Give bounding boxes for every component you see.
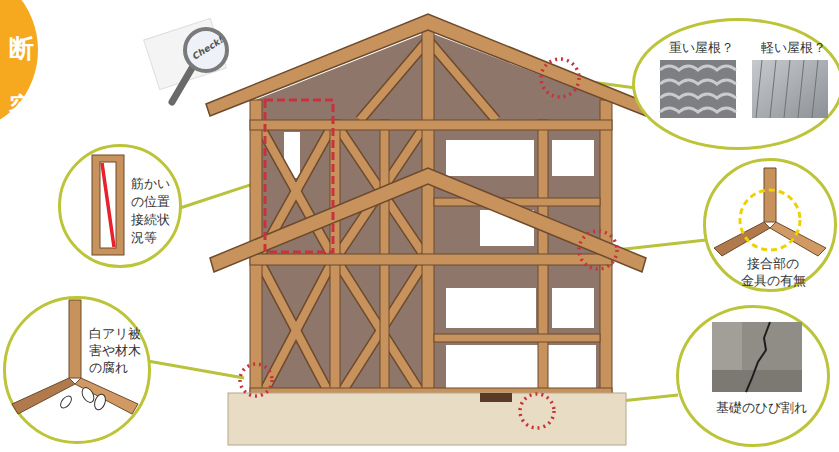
lower-roof	[210, 168, 646, 272]
dotted-marker	[579, 231, 617, 269]
window	[446, 288, 536, 328]
leader-line	[142, 360, 244, 378]
callout-circle: 断 容	[0, 0, 38, 130]
callout-text: 筋かい の位置 接続状 況等	[131, 175, 175, 247]
dotted-marker	[520, 394, 554, 428]
window	[446, 140, 534, 176]
callout-text: 断 容	[6, 20, 36, 136]
heavy-roof-image	[660, 60, 736, 118]
foundation	[228, 393, 626, 445]
timbers	[250, 30, 612, 396]
dotted-markers	[240, 59, 617, 428]
icon-label: Check!	[186, 31, 230, 64]
termite-joint-icon	[12, 300, 138, 414]
callout-text: 接合部の 金具の有無	[737, 255, 809, 289]
magnifier-icon	[144, 18, 227, 102]
callout-text: 軽い屋根？	[751, 39, 835, 57]
dotted-marker	[541, 59, 579, 97]
callout-text: 白アリ被 害や材木 の腐れ	[89, 325, 147, 376]
callout-text: 重い屋根？	[659, 39, 743, 57]
vent	[480, 393, 512, 402]
window	[552, 140, 594, 176]
dashed-highlight	[265, 100, 333, 252]
light-roof-image	[752, 60, 828, 118]
joint-icon	[714, 168, 826, 256]
leader-line	[616, 240, 706, 250]
window	[552, 288, 594, 328]
dotted-marker	[240, 364, 272, 396]
crack-photo	[712, 322, 802, 392]
magnifier-handle	[172, 68, 192, 102]
callout-text: 基礎のひび割れ	[703, 399, 819, 416]
brace-frame-icon	[92, 155, 124, 255]
